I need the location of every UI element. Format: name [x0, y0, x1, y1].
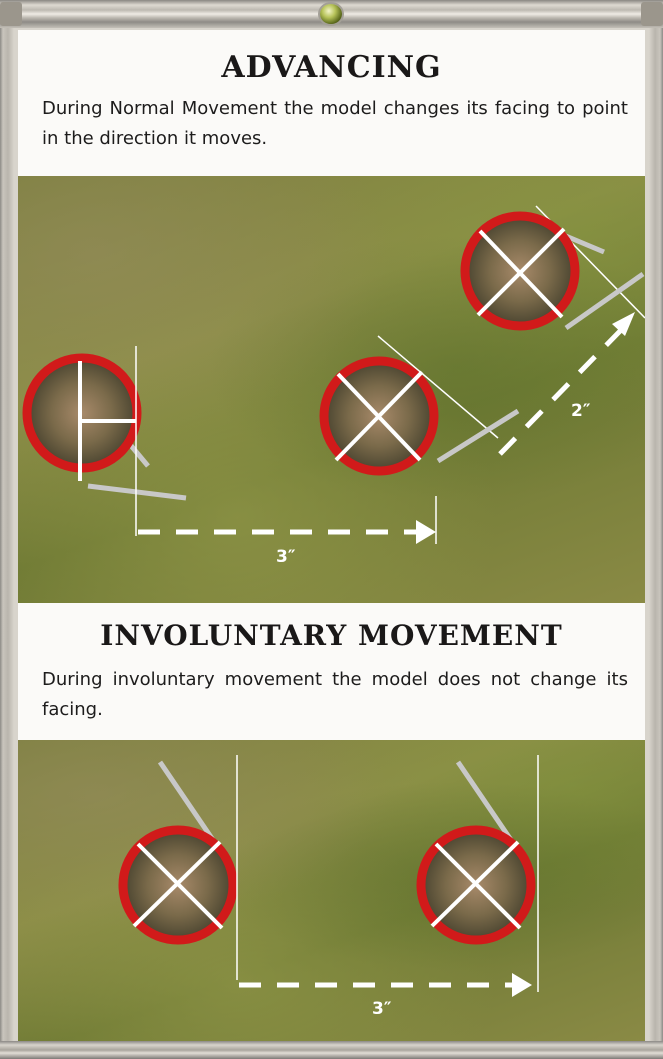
facing-line	[132, 840, 222, 928]
involuntary-panel: INVOLUNTARY MOVEMENT During involuntary …	[18, 603, 645, 740]
sword-icon	[564, 271, 645, 331]
front-arc-line	[377, 335, 499, 439]
advancing-diagram-svg: 3″ 2″	[22, 205, 645, 567]
advancing-heading: ADVANCING	[221, 50, 442, 85]
model-middle	[319, 335, 520, 476]
sword-icon	[87, 483, 187, 501]
arrowhead-icon	[612, 312, 635, 336]
involuntary-text: During involuntary movement the model do…	[42, 669, 628, 720]
measure-label: 3″	[372, 999, 392, 1019]
facing-line	[136, 842, 224, 930]
model-start	[118, 755, 238, 980]
corner-ornament	[641, 2, 663, 26]
measure-label: 3″	[276, 547, 296, 567]
involuntary-diagram-svg: 3″	[118, 755, 539, 1019]
model-end	[460, 205, 645, 331]
sword-icon	[157, 760, 216, 842]
measure-horizontal: 3″	[239, 973, 532, 1019]
gem-ornament-icon	[320, 4, 342, 24]
advancing-diagram: 3″ 2″	[18, 176, 645, 603]
measure-diagonal: 2″	[498, 312, 635, 456]
facing-line	[476, 227, 566, 317]
sword-icon	[455, 760, 514, 842]
measure-label: 2″	[571, 401, 591, 421]
sword-icon	[436, 408, 520, 464]
advancing-panel: ADVANCING During Normal Movement the mod…	[18, 30, 645, 176]
arrowhead-icon	[512, 973, 532, 997]
involuntary-heading: INVOLUNTARY MOVEMENT	[100, 619, 563, 652]
arrowhead-icon	[416, 520, 436, 544]
facing-line	[434, 842, 522, 930]
measure-horizontal: 3″	[138, 496, 437, 567]
bottom-border	[0, 1041, 663, 1059]
model-start	[22, 346, 187, 536]
involuntary-diagram: 3″	[18, 740, 645, 1041]
facing-line	[430, 840, 520, 928]
corner-ornament	[0, 2, 22, 26]
dashed-arrow	[498, 326, 625, 456]
facing-line	[334, 370, 424, 462]
advancing-text: During Normal Movement the model changes…	[42, 98, 628, 149]
model-end	[416, 755, 539, 992]
